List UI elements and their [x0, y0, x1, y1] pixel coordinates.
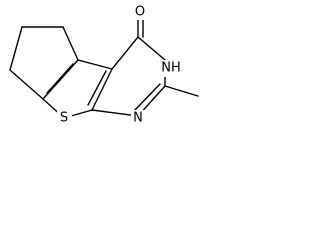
- bond-c7-c8: [9, 26, 23, 71]
- bond-c2-methyl: [164, 85, 199, 97]
- bond-c2-n1-double: [133, 83, 161, 112]
- bond-c4b-c8a: [42, 59, 79, 100]
- oxygen-atom-label: O: [135, 5, 145, 20]
- bond-c4b-c4a: [77, 59, 113, 70]
- bond-c8-c8a: [9, 69, 44, 100]
- bond-c4b-c8a-double: [46, 63, 74, 94]
- molecule-structure: O NH N S: [9, 4, 199, 126]
- nitrogen-label-bg: [131, 110, 146, 126]
- oxygen-label-bg: [132, 4, 149, 20]
- nitrogen-atom-label: N: [133, 111, 143, 126]
- sulfur-atom-label: S: [60, 111, 68, 126]
- bond-c4a-c4: [111, 36, 139, 70]
- sulfur-label-bg: [57, 110, 72, 126]
- bond-c4a-c9a: [91, 68, 113, 111]
- bond-c4a-c9a-double: [87, 70, 107, 106]
- bond-c5-c6: [62, 26, 79, 61]
- bond-c4-n3: [137, 36, 166, 61]
- nh-label-bg: [158, 60, 184, 77]
- nh-atom-label: NH: [161, 61, 181, 76]
- bond-n1-c9a: [91, 109, 139, 117]
